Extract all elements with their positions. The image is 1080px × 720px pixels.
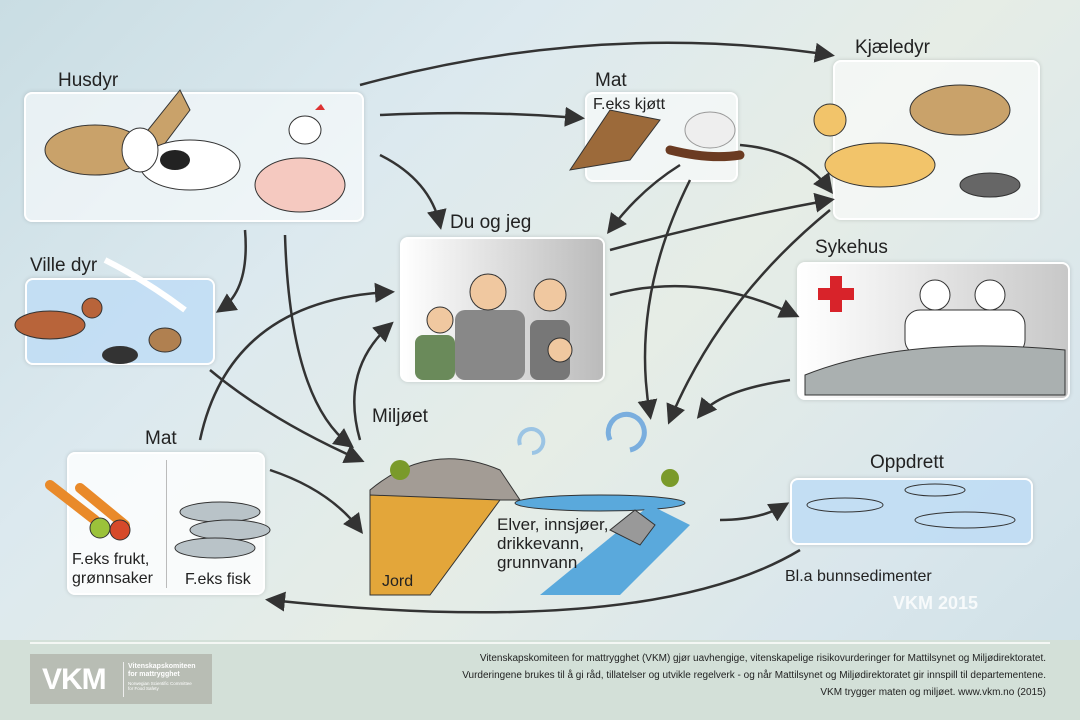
- diagram-graphics: [14, 41, 1066, 614]
- fish-farm-illustration: [806, 483, 1016, 529]
- gronnsaker-text: grønnsaker: [72, 570, 153, 587]
- label-oppdrett: Oppdrett: [870, 452, 944, 473]
- label-vann: Elver, innsjøer,drikkevann,grunnvann: [497, 515, 609, 572]
- label-oppdrett-sub: Bl.a bunnsedimenter: [785, 568, 932, 585]
- people-illustration: [415, 273, 573, 380]
- pets-illustration: [813, 84, 1021, 198]
- label-fisk: F.eks fisk: [185, 571, 251, 588]
- label-ville-dyr: Ville dyr: [30, 255, 98, 276]
- watermark: VKM 2015: [893, 593, 979, 613]
- label-husdyr: Husdyr: [58, 70, 119, 91]
- meat-illustration: [568, 109, 745, 171]
- label-mat-top-sub: F.eks kjøtt: [593, 96, 666, 113]
- footer-line-3: VKM trygger maten og miljøet. www.vkm.no…: [820, 687, 1046, 698]
- label-mat-top: Mat: [595, 70, 627, 91]
- fruit-vegetables-illustration: [45, 480, 131, 541]
- footer-divider: [30, 642, 1050, 644]
- label-frukt: F.eks frukt, grønnsaker: [72, 550, 153, 588]
- label-du-og-jeg: Du og jeg: [450, 212, 532, 233]
- logo-en2: for Food Safety: [128, 686, 159, 691]
- frukt-text: F.eks frukt,: [72, 551, 150, 568]
- logo-en1: Norwegian Scientific Committee: [128, 681, 192, 686]
- logo-name2: for mattrygghet: [128, 671, 180, 678]
- footer-line-1: Vitenskapskomiteen for mattrygghet (VKM)…: [479, 653, 1046, 664]
- vann3-text: grunnvann: [497, 553, 578, 572]
- hospital-illustration: [804, 276, 1066, 396]
- label-sykehus: Sykehus: [815, 237, 888, 258]
- fish-illustration: [174, 501, 271, 559]
- logo-name1: Vitenskapskomiteen: [128, 663, 196, 670]
- logo-separator: [123, 662, 124, 697]
- relation-arrows: [198, 41, 835, 614]
- label-jord: Jord: [382, 573, 414, 590]
- label-mat-bottom: Mat: [145, 428, 177, 449]
- wild-animals-illustration: [14, 257, 187, 364]
- logo-vkm: VKM: [42, 663, 107, 696]
- label-miljoet: Miljøet: [372, 406, 428, 427]
- divider: [166, 460, 167, 588]
- vann2-text: drikkevann,: [497, 534, 584, 553]
- footer-line-2: Vurderingene brukes til å gi råd, tillat…: [462, 670, 1046, 681]
- vann1-text: Elver, innsjøer,: [497, 515, 609, 534]
- label-kjaeledyr: Kjæledyr: [855, 37, 930, 58]
- environment-illustration: [369, 411, 690, 596]
- farm-animals-illustration: [44, 89, 346, 213]
